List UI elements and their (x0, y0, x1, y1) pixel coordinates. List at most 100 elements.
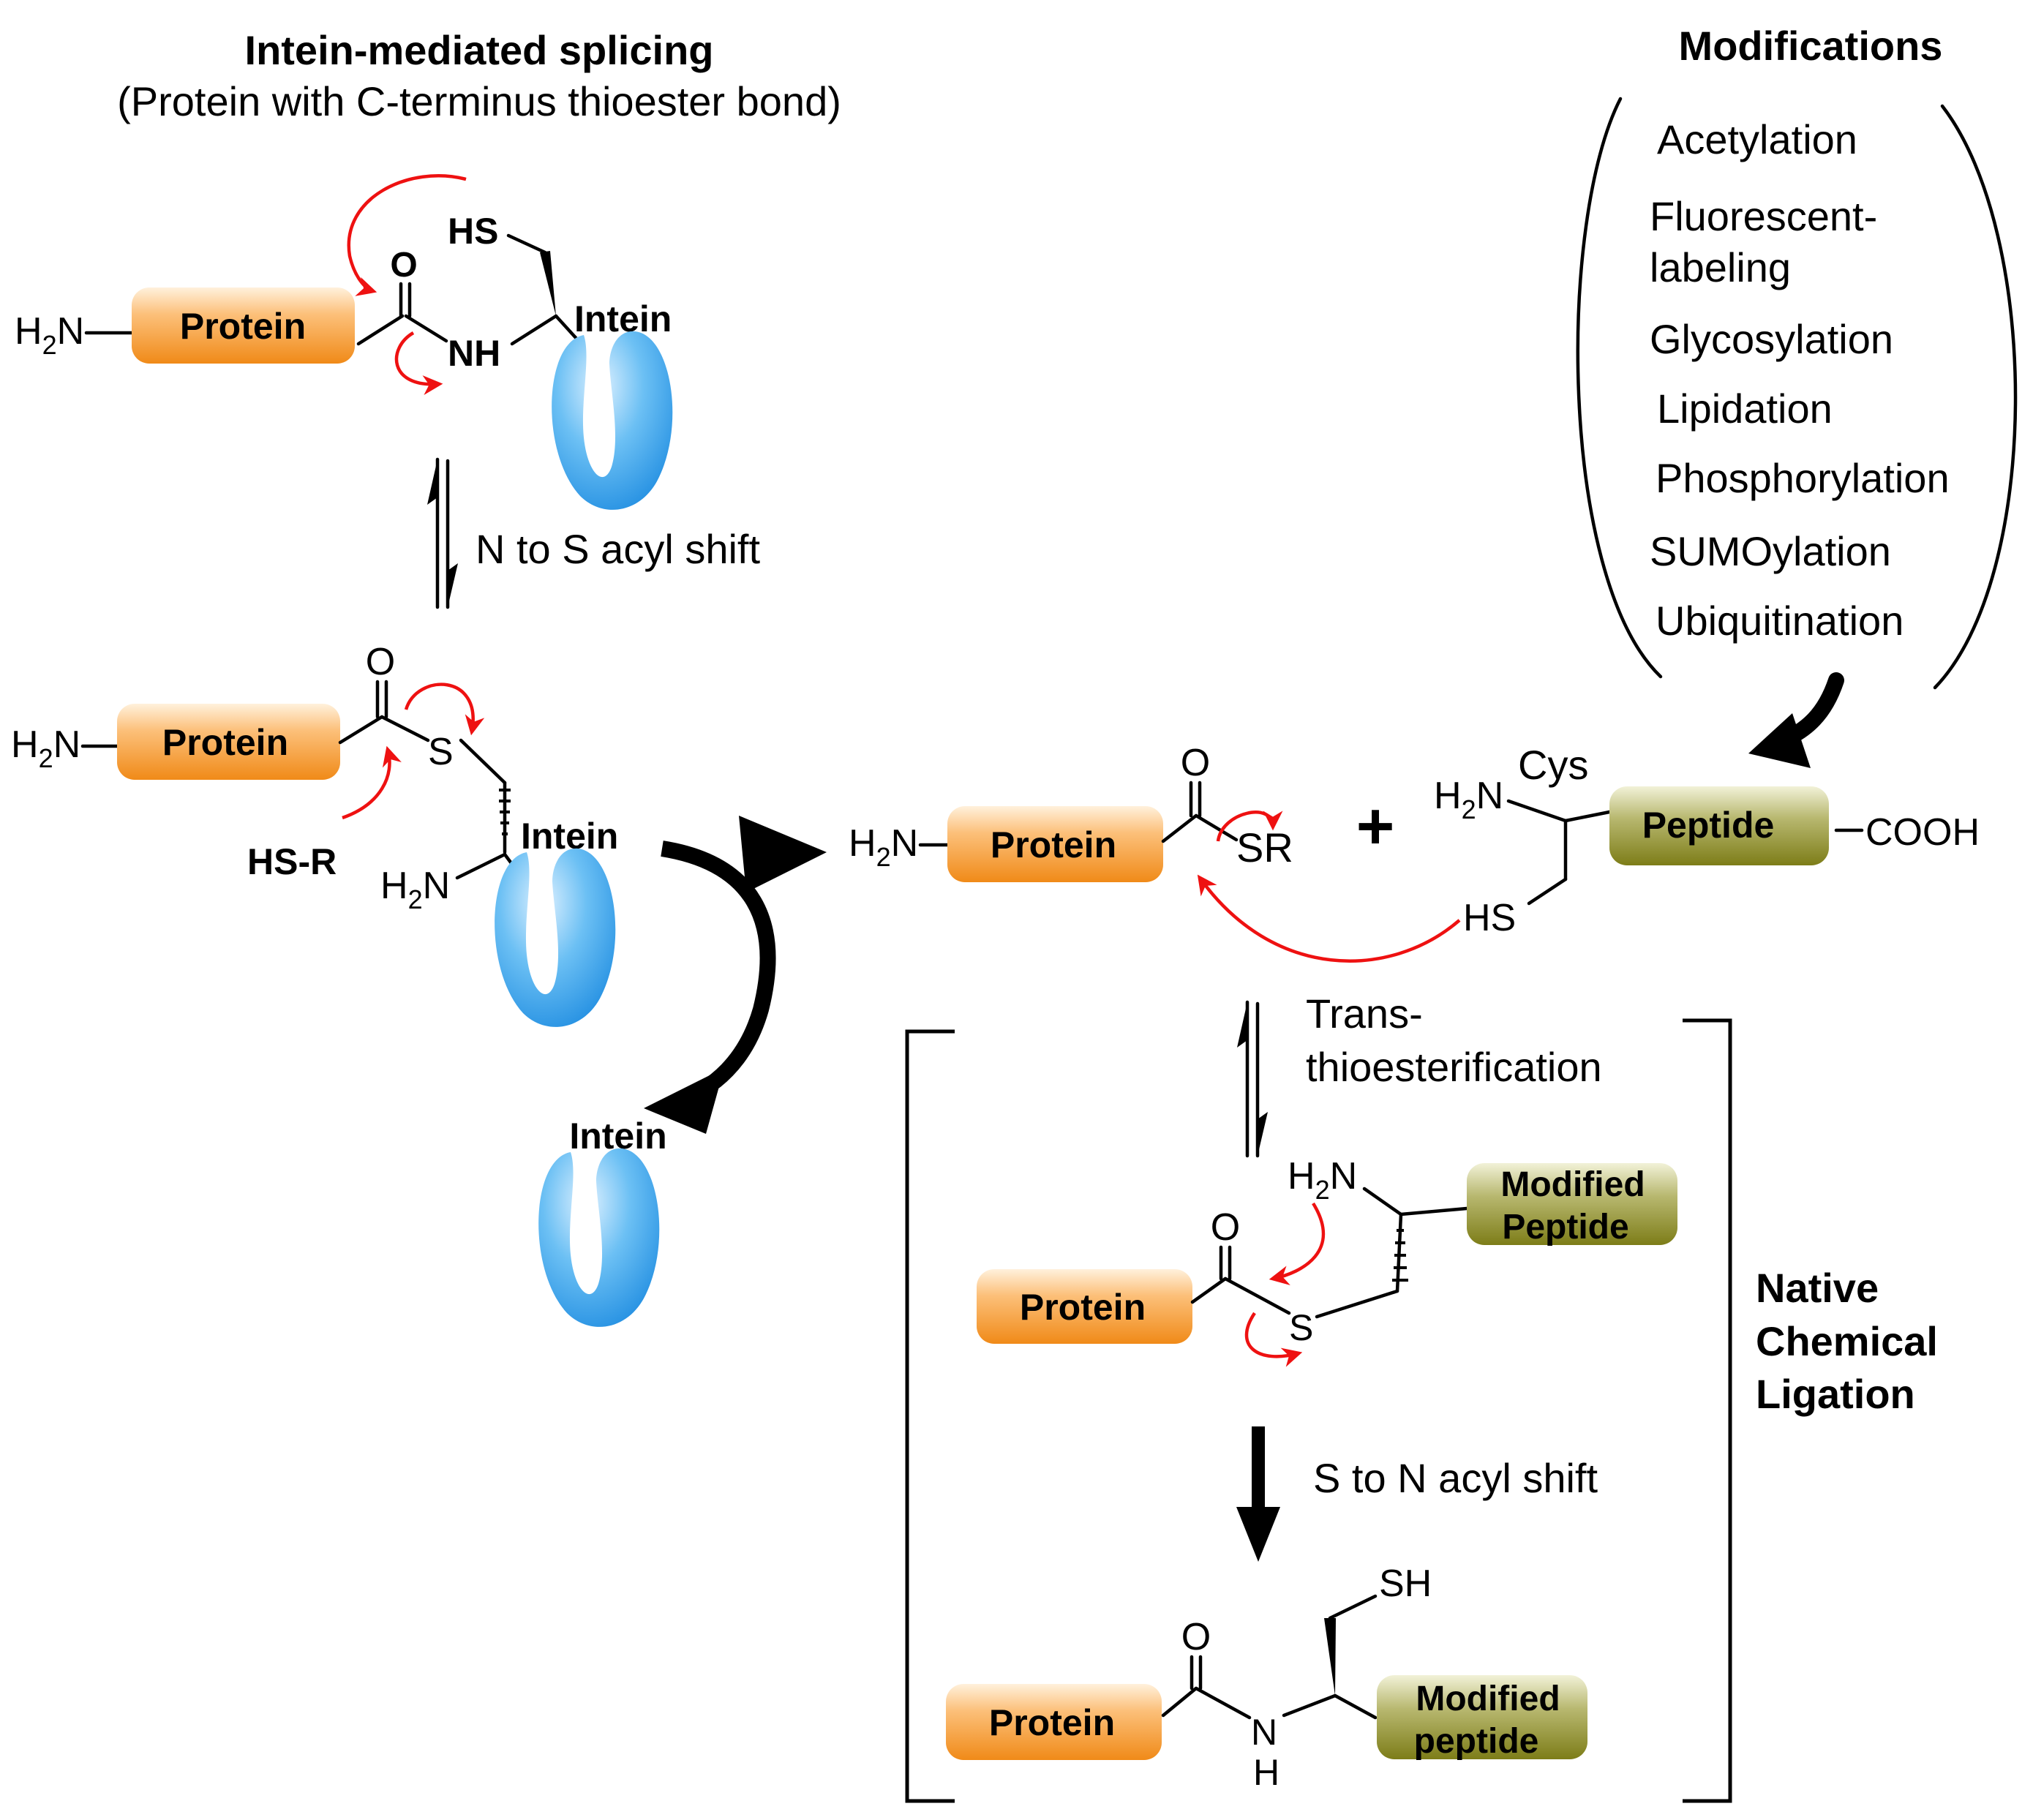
cys-bond-4 (1527, 877, 1568, 906)
mid-bond-4 (1395, 1212, 1403, 1293)
mid-red-arrow-1 (1269, 1202, 1325, 1285)
mid-red-arrow-2 (1244, 1312, 1303, 1367)
cys-peptide-box (1609, 786, 1829, 865)
final-peptide-label-2: peptide (1414, 1722, 1539, 1761)
final-protein-box (946, 1684, 1162, 1760)
mod-lipidation: Lipidation (1657, 386, 1833, 432)
final-o: O (1181, 1616, 1211, 1658)
thioester-o: O (1181, 742, 1210, 784)
s2-amine-bottom: H2N (380, 865, 450, 914)
eq1-up-head (427, 459, 437, 505)
final-h: H (1253, 1752, 1279, 1793)
s1-hs: HS (448, 211, 498, 252)
cys-bond-2 (1563, 810, 1612, 823)
s2-protein-label: Protein (162, 722, 288, 763)
mod-phosphorylation: Phosphorylation (1656, 455, 1950, 501)
mid-o: O (1211, 1206, 1240, 1249)
mid-bond-6 (1399, 1206, 1469, 1217)
mod-fluorescent-2: labeling (1650, 244, 1791, 290)
s2-hsr: HS-R (247, 841, 337, 882)
final-bond-1 (1161, 1686, 1198, 1718)
s1-nh: NH (448, 333, 500, 374)
final-protein-label: Protein (989, 1702, 1115, 1743)
final-sh: SH (1379, 1563, 1432, 1605)
thioester-bond-2 (1194, 813, 1239, 842)
plus-sign: + (1356, 790, 1395, 863)
modifications-heading: Modifications (1679, 23, 1943, 69)
left-paren (1576, 97, 1663, 679)
cys-label: Cys (1518, 742, 1588, 788)
s1-o: O (390, 246, 417, 285)
modification-arrow-head (1748, 713, 1811, 768)
mid-peptide-box (1467, 1163, 1677, 1245)
s2-red-arrow-1 (342, 745, 402, 820)
n-to-s-label: N to S acyl shift (476, 526, 760, 572)
thioester-red-arrow-1 (1216, 811, 1283, 842)
s2-bond-1 (338, 715, 384, 745)
s2-intein-shape (495, 848, 616, 1027)
s2-protein-box (117, 704, 340, 780)
thioester-bond-1 (1161, 813, 1198, 843)
mid-peptide-label-2: Peptide (1502, 1208, 1628, 1246)
mid-bond-2 (1223, 1276, 1291, 1315)
mid-bond-1 (1190, 1276, 1228, 1304)
s2-s: S (428, 731, 454, 773)
mid-amine: H2N (1288, 1155, 1357, 1205)
s-to-n-arrow-head (1236, 1507, 1280, 1562)
cys-amine: H2N (1434, 775, 1503, 824)
s2-o: O (366, 641, 395, 683)
mid-bond-3 (1315, 1289, 1399, 1319)
cys-peptide-label: Peptide (1642, 805, 1775, 846)
s1-protein-label: Protein (180, 306, 306, 347)
s2-red-arrow-2 (404, 682, 485, 736)
s1-protein-box (132, 287, 355, 364)
trans-label-2: thioesterification (1306, 1044, 1602, 1090)
s1-bond-2 (404, 314, 448, 343)
s-to-n-label: S to N acyl shift (1313, 1455, 1598, 1501)
thioester-amine: H2N (849, 822, 918, 872)
s2-amine: H2N (11, 723, 80, 773)
scheme-title: Intein-mediated splicing (245, 27, 714, 73)
mid-peptide-label-1: Modified (1500, 1165, 1645, 1204)
thioester-protein-label: Protein (991, 824, 1116, 865)
scheme-subtitle: (Protein with C-terminus thioester bond) (117, 78, 841, 124)
s1-red-arrow-2 (394, 331, 443, 395)
final-peptide-box (1377, 1675, 1587, 1759)
final-bond-5 (1333, 1693, 1378, 1720)
trans-label-1: Trans- (1306, 990, 1423, 1037)
final-bond-3 (1282, 1693, 1337, 1718)
s1-red-arrow-1 (347, 174, 467, 296)
s1-amine: H2N (15, 310, 84, 360)
final-bond-2 (1194, 1686, 1252, 1720)
big-curved-arrow-head-down (644, 1068, 724, 1134)
s1-bond-4 (506, 233, 547, 255)
final-wedge (1324, 1618, 1336, 1696)
thioester-sr: SR (1236, 824, 1293, 870)
eq2-down-head (1258, 1112, 1268, 1156)
final-peptide-label-1: Modified (1416, 1680, 1560, 1718)
eq1-down-head (448, 563, 458, 607)
mid-s: S (1289, 1307, 1313, 1348)
s1-bond-5 (554, 314, 580, 342)
released-intein-shape (538, 1148, 660, 1327)
right-paren (1933, 104, 2018, 690)
s1-bond-3 (510, 314, 558, 346)
big-curved-arrow-head-right (739, 816, 827, 892)
bracket-right (1683, 1018, 1732, 1803)
s2-bond-5 (455, 852, 507, 880)
ncl-label-3: Ligation (1756, 1371, 1915, 1417)
s1-intein-label: Intein (574, 298, 672, 339)
mid-protein-label: Protein (1020, 1287, 1146, 1328)
s1-wedge (540, 251, 556, 316)
s2-bond-3 (459, 738, 507, 785)
thioester-protein-box (947, 806, 1163, 882)
final-n: N (1251, 1712, 1277, 1753)
mod-sumoylation: SUMOylation (1650, 528, 1891, 574)
mid-protein-box (977, 1269, 1192, 1344)
mod-acetylation: Acetylation (1657, 116, 1857, 162)
cys-attack-arrow (1197, 874, 1461, 963)
mid-hash-wedge (1392, 1229, 1408, 1282)
mid-bond-5 (1362, 1187, 1403, 1217)
mod-fluorescent-1: Fluorescent- (1650, 193, 1877, 239)
